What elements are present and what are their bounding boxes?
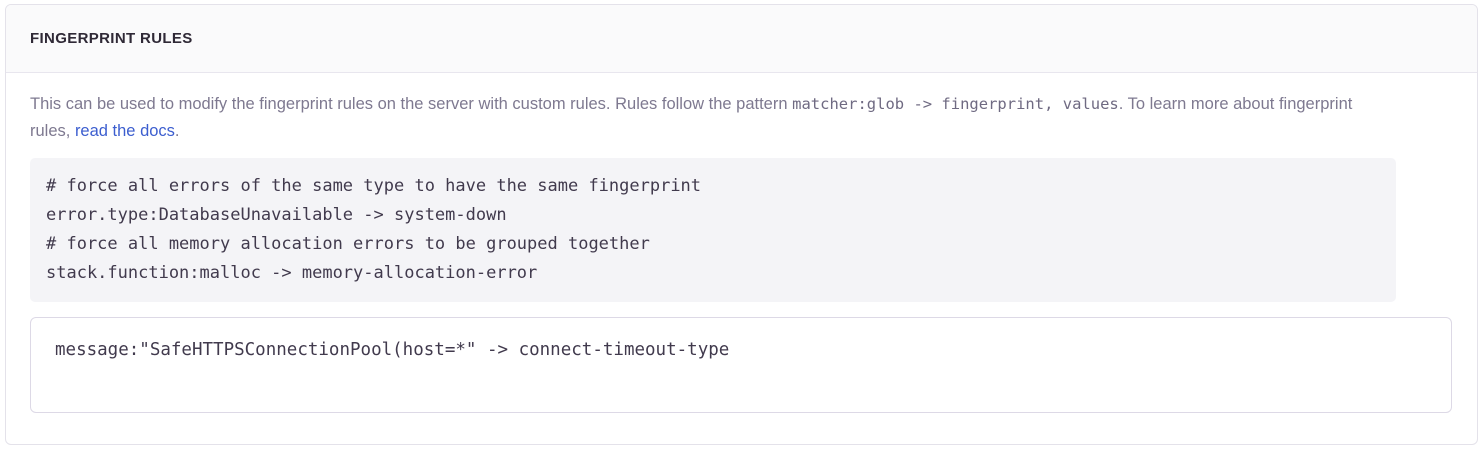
read-the-docs-link[interactable]: read the docs [74, 122, 175, 140]
fingerprint-rules-panel: FINGERPRINT RULES This can be used to mo… [5, 4, 1478, 445]
panel-body: This can be used to modify the fingerpri… [6, 73, 1477, 413]
description-part-2: . To learn more about fingerprint rules, [30, 95, 1353, 140]
description-part-1: This can be used to modify the fingerpri… [30, 95, 793, 113]
page-title: FINGERPRINT RULES [30, 30, 193, 47]
fingerprint-rules-input[interactable] [30, 317, 1452, 413]
pattern-inline-code: matcher:glob -> fingerprint, values [792, 95, 1119, 113]
description-part-3: . [174, 122, 180, 140]
example-rules-code-block: # force all errors of the same type to h… [30, 158, 1396, 302]
description-text: This can be used to modify the fingerpri… [30, 91, 1390, 145]
panel-header: FINGERPRINT RULES [6, 5, 1477, 73]
